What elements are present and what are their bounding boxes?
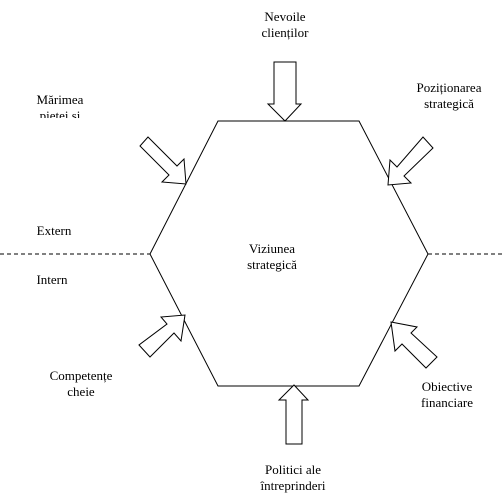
arrow-bottom-left: [138, 314, 186, 358]
label-company-policies: Politici ale întreprinderi: [240, 462, 346, 494]
arrow-top: [266, 61, 303, 122]
label-key-competences-line2: cheie: [67, 384, 95, 399]
label-strategic-vision-line2: strategică: [247, 257, 297, 272]
label-strategic-vision-line1: Viziunea: [248, 241, 296, 256]
label-strategic-vision: Viziunea strategică: [234, 241, 310, 273]
label-financial-objectives-line1: Obiective: [421, 379, 473, 394]
label-key-competences-line1: Competențe: [49, 368, 113, 383]
arrow-bottom-right: [390, 321, 438, 369]
label-strategic-positioning-line2: strategică: [424, 96, 474, 111]
label-market-size-line1: Mărimea: [36, 92, 84, 107]
label-extern: Extern: [36, 223, 72, 238]
label-customer-needs-line2: clienților: [261, 25, 309, 40]
label-strategic-positioning: Poziționarea strategică: [404, 80, 494, 112]
label-key-competences: Competențe cheie: [36, 368, 126, 400]
vision-hexagon: [149, 120, 429, 387]
label-customer-needs: Nevoile clienților: [244, 9, 326, 41]
label-financial-objectives: Obiective financiare: [404, 379, 490, 411]
label-strategic-positioning-line1: Poziționarea: [416, 80, 482, 95]
label-financial-objectives-line2: financiare: [421, 395, 473, 410]
label-company-policies-line2: întreprinderi: [260, 478, 326, 493]
label-company-policies-line1: Politici ale: [265, 462, 321, 477]
label-market-size-line2: pieței și: [39, 108, 81, 118]
arrow-top-right: [387, 136, 434, 186]
label-market-size: Mărimea pieței și: [20, 92, 100, 118]
arrow-bottom: [277, 384, 310, 445]
arrow-top-left: [139, 136, 187, 185]
label-intern: Intern: [36, 272, 68, 287]
label-customer-needs-line1: Nevoile: [264, 9, 306, 24]
